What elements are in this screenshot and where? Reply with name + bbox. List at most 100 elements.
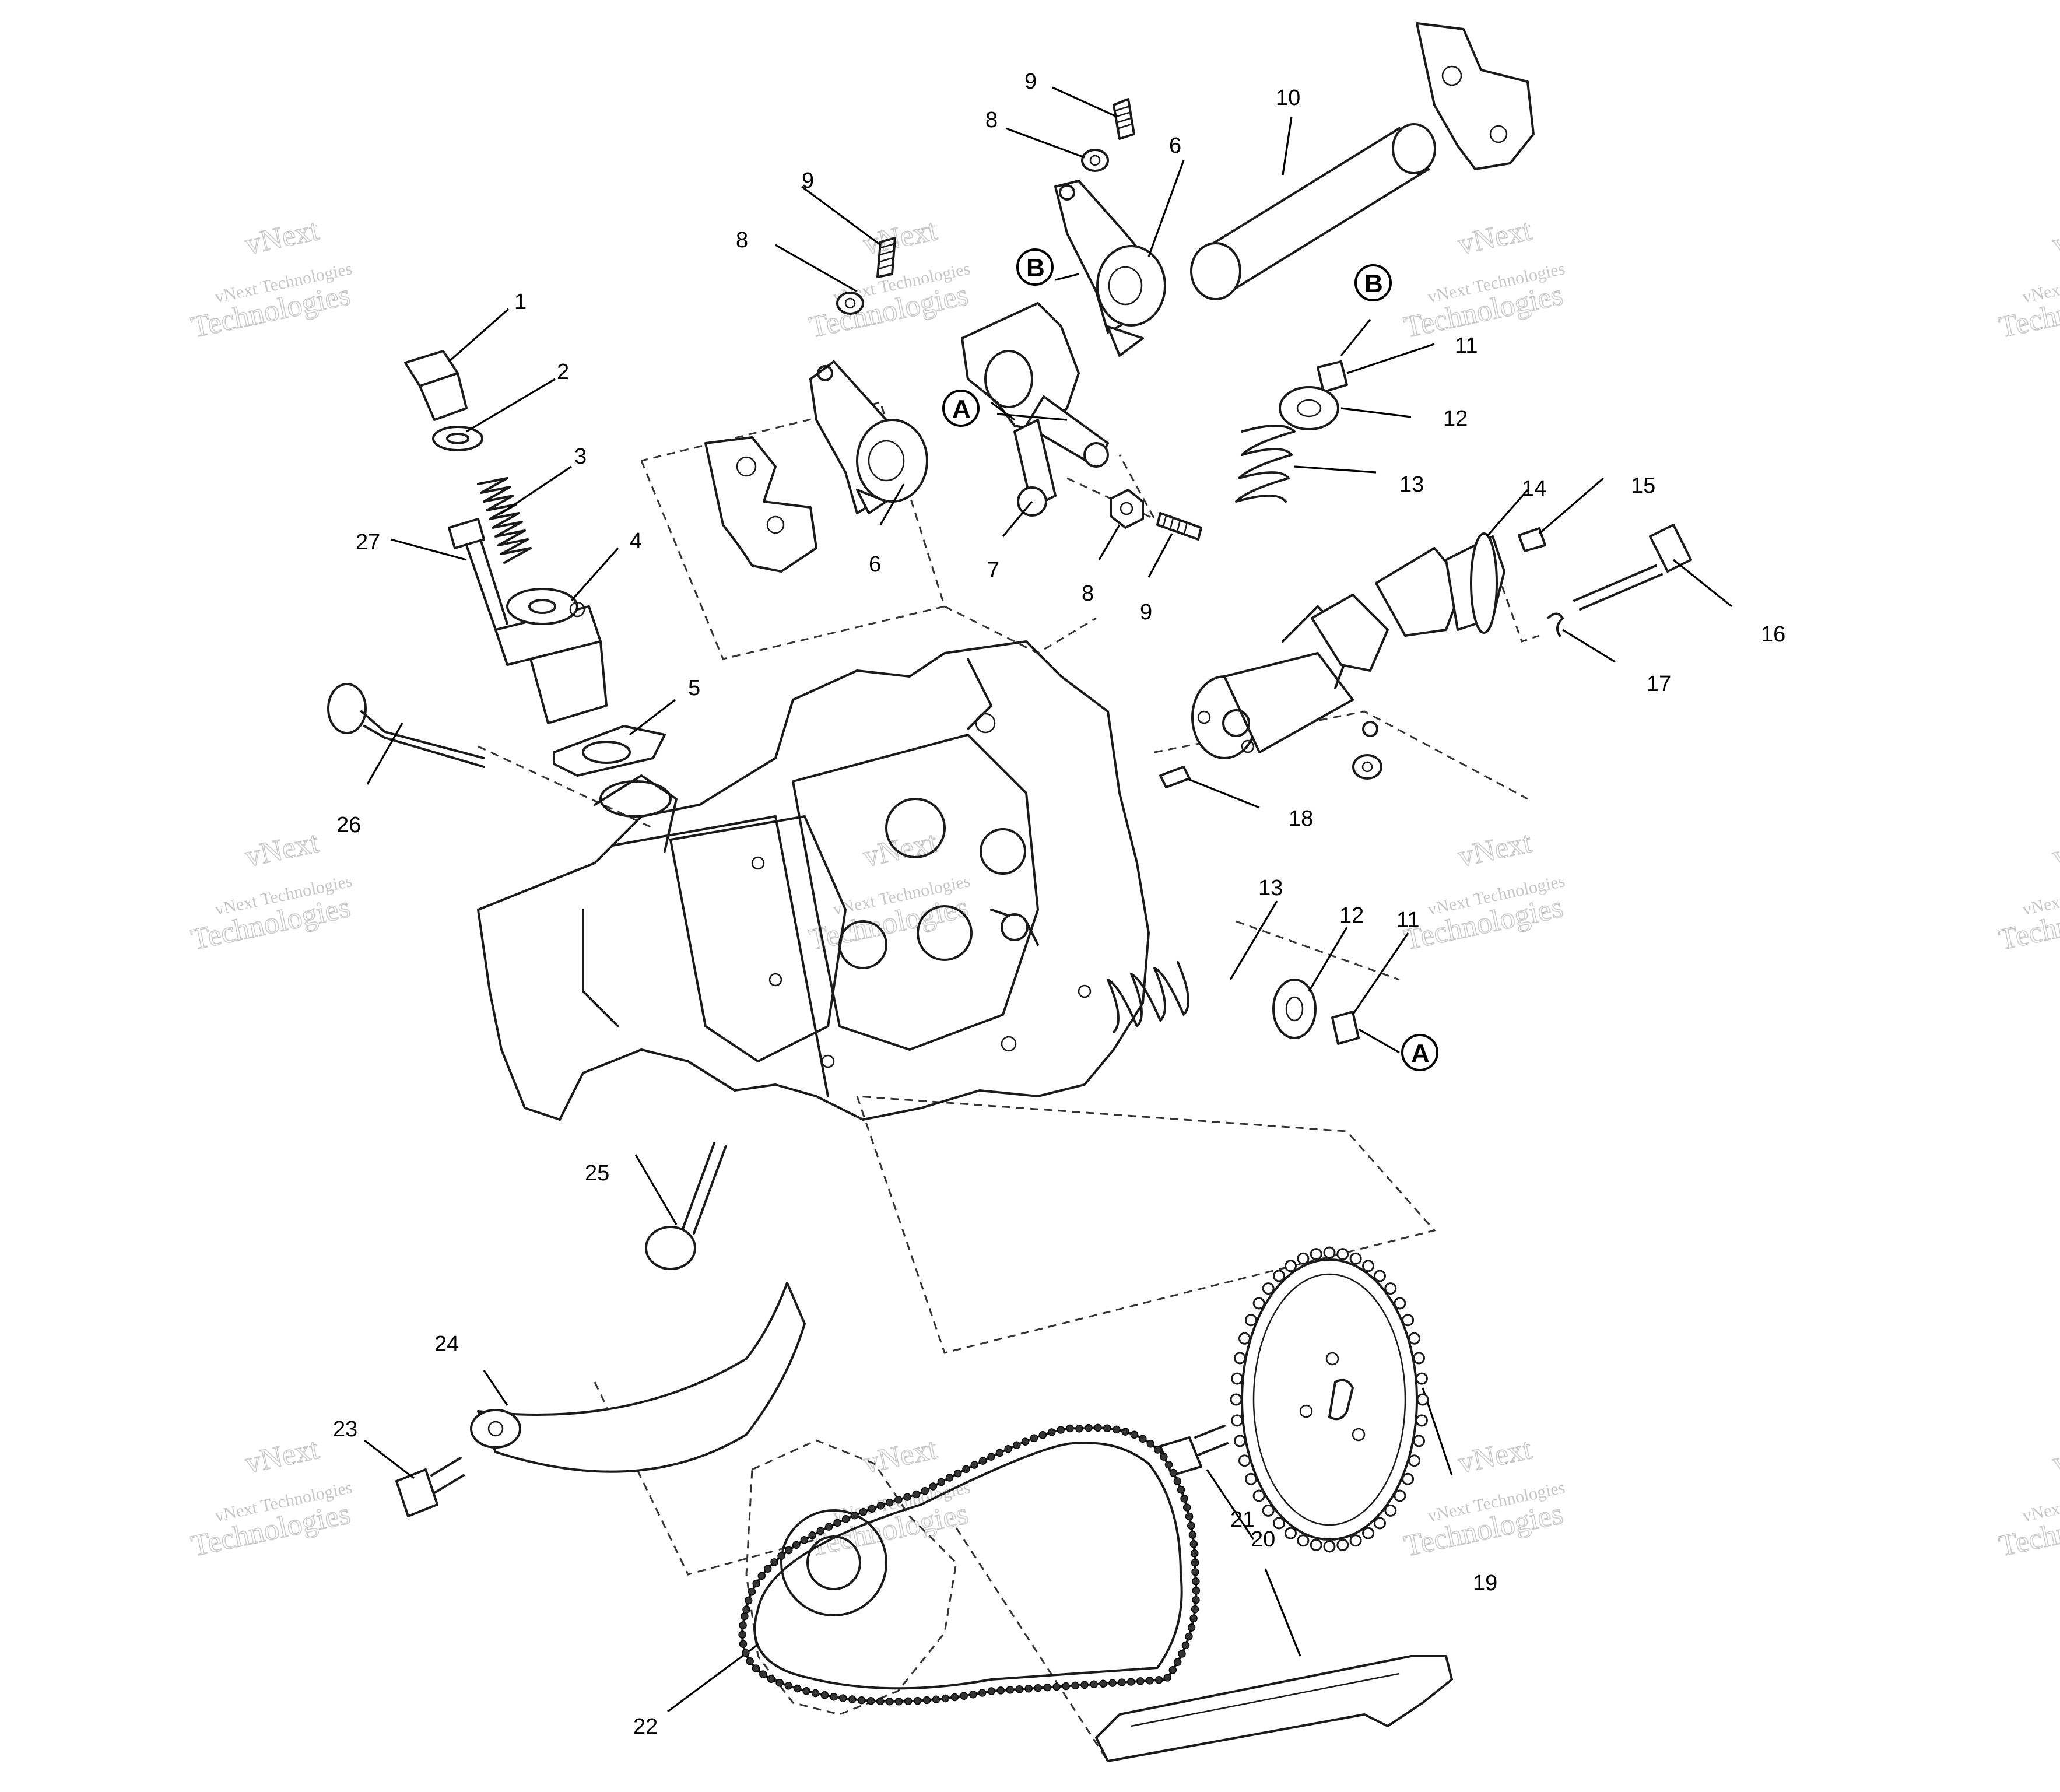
chain-link <box>802 1687 810 1695</box>
chain-link <box>1099 1679 1107 1688</box>
crankcase-lower-part <box>745 1439 957 1716</box>
reference-b-left-letter: B <box>1026 254 1045 282</box>
chain-link <box>775 1678 784 1687</box>
bolt-23-part <box>395 1457 465 1517</box>
chain-link <box>848 1695 857 1703</box>
spring-13-lower-part <box>1107 961 1189 1033</box>
spring-13-upper-part <box>1235 425 1296 503</box>
chain-link <box>996 1686 1005 1695</box>
chain-link <box>784 1546 793 1555</box>
chain-link <box>904 1697 913 1706</box>
chain-link <box>841 1515 850 1523</box>
assembly-guide-lines <box>478 401 1540 1762</box>
sprocket-tooth <box>1238 1332 1251 1345</box>
chain-link <box>1006 1686 1015 1694</box>
chain-link <box>937 1478 946 1486</box>
sprocket-tooth <box>1262 1504 1275 1517</box>
reference-a-lower: A <box>1401 1034 1438 1071</box>
callout-8-lower: 8 <box>1082 581 1094 606</box>
chain-link <box>1154 1676 1163 1684</box>
chain-link <box>793 1684 802 1693</box>
sprocket-tooth <box>1416 1393 1429 1406</box>
callout-20: 20 <box>1251 1527 1275 1552</box>
nut-8-top-part <box>1081 149 1109 172</box>
sprocket-tooth <box>1252 1489 1265 1502</box>
callout-8-top: 8 <box>985 108 998 132</box>
sprocket-tooth <box>1323 1246 1336 1259</box>
chain-link <box>1164 1460 1173 1469</box>
sprocket-tooth <box>1394 1297 1406 1310</box>
callout-12-upper: 12 <box>1443 406 1468 431</box>
chain-link <box>1187 1623 1196 1632</box>
sprocket-tooth <box>1408 1332 1420 1345</box>
callout-19: 19 <box>1473 1571 1497 1595</box>
chain-link <box>742 1649 750 1657</box>
chain-link <box>1071 1681 1079 1690</box>
chain-link <box>738 1630 746 1639</box>
chain-link <box>808 1531 816 1539</box>
leader-lines <box>364 86 1732 1713</box>
cam-sprocket-19-part <box>1241 1258 1418 1541</box>
chain-link <box>1189 1614 1198 1623</box>
callout-14: 14 <box>1522 476 1546 501</box>
shaft-10-part <box>1190 123 1436 300</box>
chain-link <box>748 1587 756 1596</box>
chain-link <box>1121 1428 1129 1436</box>
chain-link <box>1173 1658 1182 1666</box>
spring-17-part <box>1547 612 1564 637</box>
callout-11-upper: 11 <box>1455 334 1478 358</box>
chain-link <box>1178 1650 1186 1658</box>
sprocket-tooth <box>1415 1372 1428 1385</box>
sprocket-tooth <box>1273 1270 1285 1282</box>
sprocket-tooth <box>1297 1534 1310 1547</box>
callout-23: 23 <box>333 1417 357 1442</box>
callout-27: 27 <box>356 530 380 555</box>
chain-link <box>757 1572 766 1580</box>
sprocket-tooth <box>1374 1517 1386 1530</box>
chain-link <box>1130 1430 1139 1439</box>
sprocket-tooth <box>1413 1352 1425 1365</box>
chain-link <box>894 1496 903 1504</box>
chain-link <box>1168 1666 1177 1674</box>
chain-link <box>1185 1632 1193 1641</box>
watermark-vnext: vNext <box>1455 213 1535 261</box>
watermark-vnext: vNext <box>2050 213 2060 261</box>
sprocket-teeth <box>1230 1246 1429 1553</box>
chain-link <box>969 1690 977 1699</box>
callout-1: 1 <box>514 290 527 314</box>
callout-15: 15 <box>1631 474 1655 498</box>
rocker-arm-7-part <box>961 302 1109 517</box>
chain-link <box>868 1505 876 1513</box>
sprocket-tooth <box>1262 1282 1275 1295</box>
callout-10: 10 <box>1276 86 1300 110</box>
callout-4: 4 <box>630 529 642 553</box>
chain-link <box>1191 1558 1199 1567</box>
chain-link <box>824 1523 833 1531</box>
chain-link <box>912 1490 921 1499</box>
chain-link <box>739 1640 748 1648</box>
chain-link <box>1181 1641 1190 1650</box>
chain-link <box>1192 1595 1200 1604</box>
sprocket-tooth <box>1362 1260 1374 1272</box>
sprocket-tooth <box>1244 1314 1257 1327</box>
callout-13-lower: 13 <box>1258 876 1283 900</box>
chain-links <box>738 1423 1201 1706</box>
chain-link <box>1146 1677 1154 1685</box>
chain-link <box>1180 1494 1188 1503</box>
screw-9-mid-part <box>876 237 896 278</box>
sprocket-tooth <box>1285 1527 1297 1539</box>
chain-link <box>894 1697 903 1706</box>
sprocket-tooth <box>1384 1504 1397 1517</box>
watermark-vnext: vNext <box>2050 1432 2060 1480</box>
callout-12-lower: 12 <box>1339 903 1364 928</box>
chain-link <box>1182 1503 1191 1512</box>
chain-link <box>1169 1468 1178 1477</box>
sprocket-tooth <box>1413 1435 1425 1447</box>
sprocket-tooth <box>1408 1454 1420 1467</box>
chain-link <box>739 1621 747 1630</box>
chain-link <box>987 1687 996 1695</box>
callout-26: 26 <box>336 813 361 837</box>
chain-link <box>885 1498 894 1507</box>
pin-15-part <box>1518 527 1546 552</box>
